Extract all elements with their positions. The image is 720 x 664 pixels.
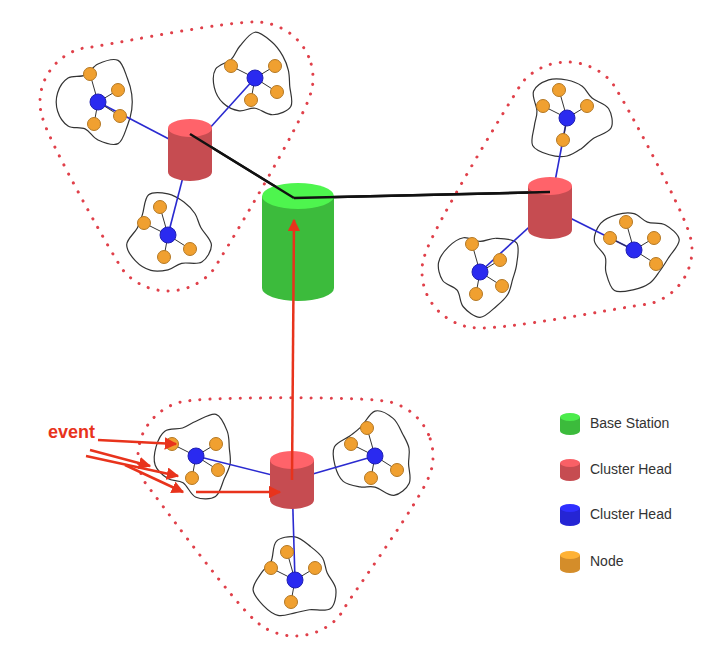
cluster-head-blue — [367, 448, 383, 464]
cluster-outline — [127, 193, 212, 272]
legend-swatch — [560, 504, 580, 526]
sensor-node — [88, 118, 101, 131]
sensor-node — [557, 134, 570, 147]
sensor-node — [496, 280, 509, 293]
sensor-node — [138, 217, 151, 230]
sensor-node — [158, 251, 171, 264]
sensor-node — [345, 438, 358, 451]
legend-swatch — [560, 551, 580, 573]
cluster-head-blue — [160, 227, 176, 243]
sensor-node — [281, 546, 294, 559]
sensor-node — [604, 232, 617, 245]
sensor-node — [650, 258, 663, 271]
sensor-node — [581, 100, 594, 113]
sensor-node — [361, 422, 374, 435]
legend-label: Node — [590, 553, 623, 569]
cluster-outline — [532, 79, 612, 157]
cluster-outline — [213, 32, 292, 115]
sensor-node — [225, 60, 238, 73]
cluster-outline — [438, 238, 518, 318]
sensor-node — [285, 596, 298, 609]
sensor-node — [309, 562, 322, 575]
base-station — [262, 183, 334, 301]
cluster-head-blue — [90, 94, 106, 110]
legend-label: Cluster Head — [590, 461, 672, 477]
event-label: event — [48, 422, 95, 443]
sensor-node — [537, 100, 550, 113]
legend-swatch — [560, 459, 580, 481]
cluster-head-blue — [559, 110, 575, 126]
sensor-node — [620, 216, 633, 229]
group-boundary — [138, 398, 433, 636]
cluster-outline — [333, 411, 410, 496]
sensor-node — [391, 464, 404, 477]
sensor-node — [365, 472, 378, 485]
sensor-node — [154, 201, 167, 214]
sensor-node — [494, 254, 507, 267]
cluster-head-blue — [626, 242, 642, 258]
sensor-node — [245, 94, 258, 107]
sensor-node — [184, 243, 197, 256]
cluster-head-blue — [188, 448, 204, 464]
sensor-node — [271, 86, 284, 99]
cluster-outline — [594, 213, 679, 292]
sensor-node — [553, 84, 566, 97]
cluster-outline — [154, 414, 230, 499]
sensor-node — [210, 438, 223, 451]
event-arrow — [98, 440, 176, 444]
sensor-node — [114, 110, 127, 123]
cluster-head-blue — [287, 572, 303, 588]
legend-label: Base Station — [590, 415, 669, 431]
cluster-outline — [56, 60, 132, 145]
sensor-node — [212, 464, 225, 477]
event-arrow — [196, 491, 280, 494]
cluster-head-red — [528, 177, 572, 239]
cluster-head-blue — [247, 70, 263, 86]
event-arrow — [125, 465, 183, 492]
sensor-node — [470, 288, 483, 301]
sensor-node — [112, 84, 125, 97]
legend-label: Cluster Head — [590, 506, 672, 522]
sensor-node — [648, 232, 661, 245]
sensor-node — [466, 238, 479, 251]
event-arrow — [292, 220, 294, 480]
backbone-link — [190, 134, 294, 198]
cluster-head-blue — [472, 264, 488, 280]
backbone-link — [294, 192, 550, 198]
sensor-node — [84, 68, 97, 81]
event-arrow — [86, 456, 178, 476]
cluster-head-red — [168, 119, 212, 181]
legend-swatch — [560, 413, 580, 435]
sensor-node — [265, 562, 278, 575]
sensor-node — [186, 472, 199, 485]
sensor-node — [269, 60, 282, 73]
